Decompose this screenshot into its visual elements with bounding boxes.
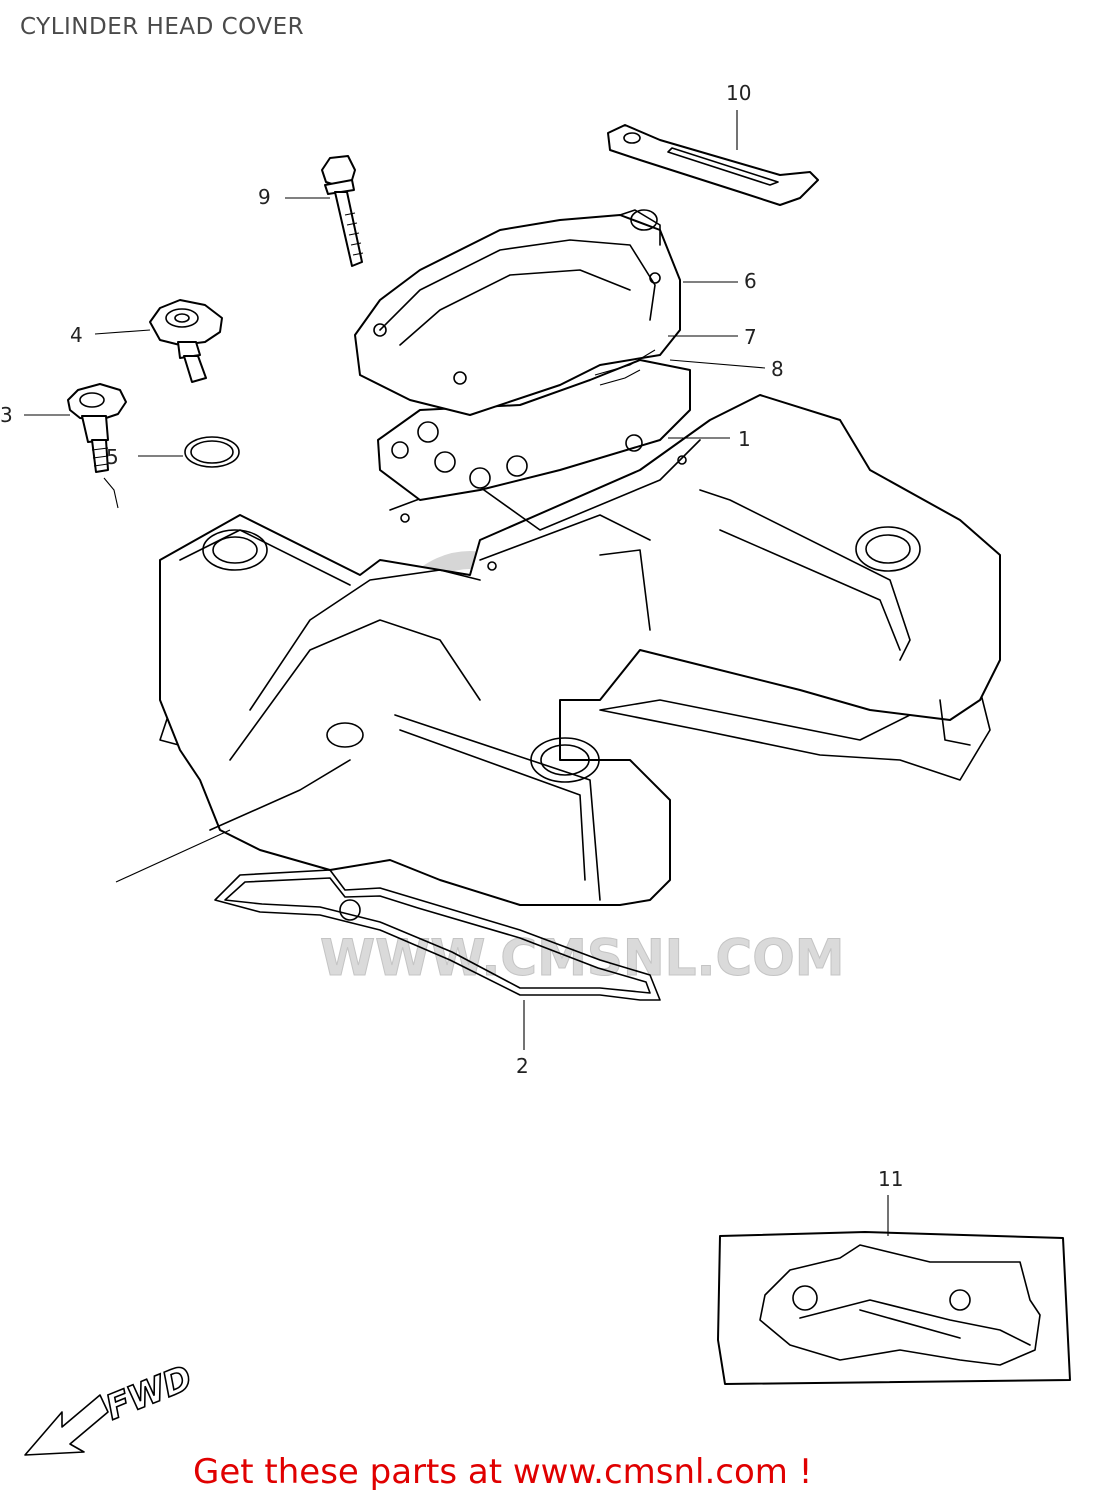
gasket-set-part [717, 1231, 1071, 1385]
cap-bolt-part-3 [67, 383, 231, 883]
cap-bolt-part-4 [149, 299, 223, 383]
callout-labels: 10 9 6 4 7 8 5 3 1 2 11 [0, 81, 903, 1191]
plate-part [607, 124, 819, 206]
callout-11: 11 [878, 1167, 903, 1191]
callout-1: 1 [738, 427, 751, 451]
callout-5: 5 [106, 445, 119, 469]
fwd-arrow: FWD [24, 1357, 199, 1456]
bolt-part-9 [321, 155, 364, 267]
callout-10: 10 [726, 81, 751, 105]
page-title: CYLINDER HEAD COVER [20, 14, 305, 40]
callout-2: 2 [516, 1054, 529, 1078]
watermark-text: WWW.CMSNL.COM [320, 929, 845, 987]
o-ring-part [184, 436, 240, 468]
callout-9: 9 [258, 185, 271, 209]
cylinder-head-cover [159, 394, 1001, 906]
watermark: WWW.CMSNL.COM [320, 551, 845, 988]
callout-4: 4 [70, 323, 83, 347]
breather-cover [354, 209, 681, 416]
callout-7: 7 [744, 325, 757, 349]
breather-gasket [377, 359, 691, 501]
callout-8: 8 [771, 357, 784, 381]
footer-link[interactable]: Get these parts at www.cmsnl.com ! [193, 1452, 813, 1492]
fwd-label: FWD [100, 1358, 197, 1428]
leader-lines [24, 110, 889, 1236]
callout-6: 6 [744, 269, 757, 293]
callout-3: 3 [0, 403, 13, 427]
